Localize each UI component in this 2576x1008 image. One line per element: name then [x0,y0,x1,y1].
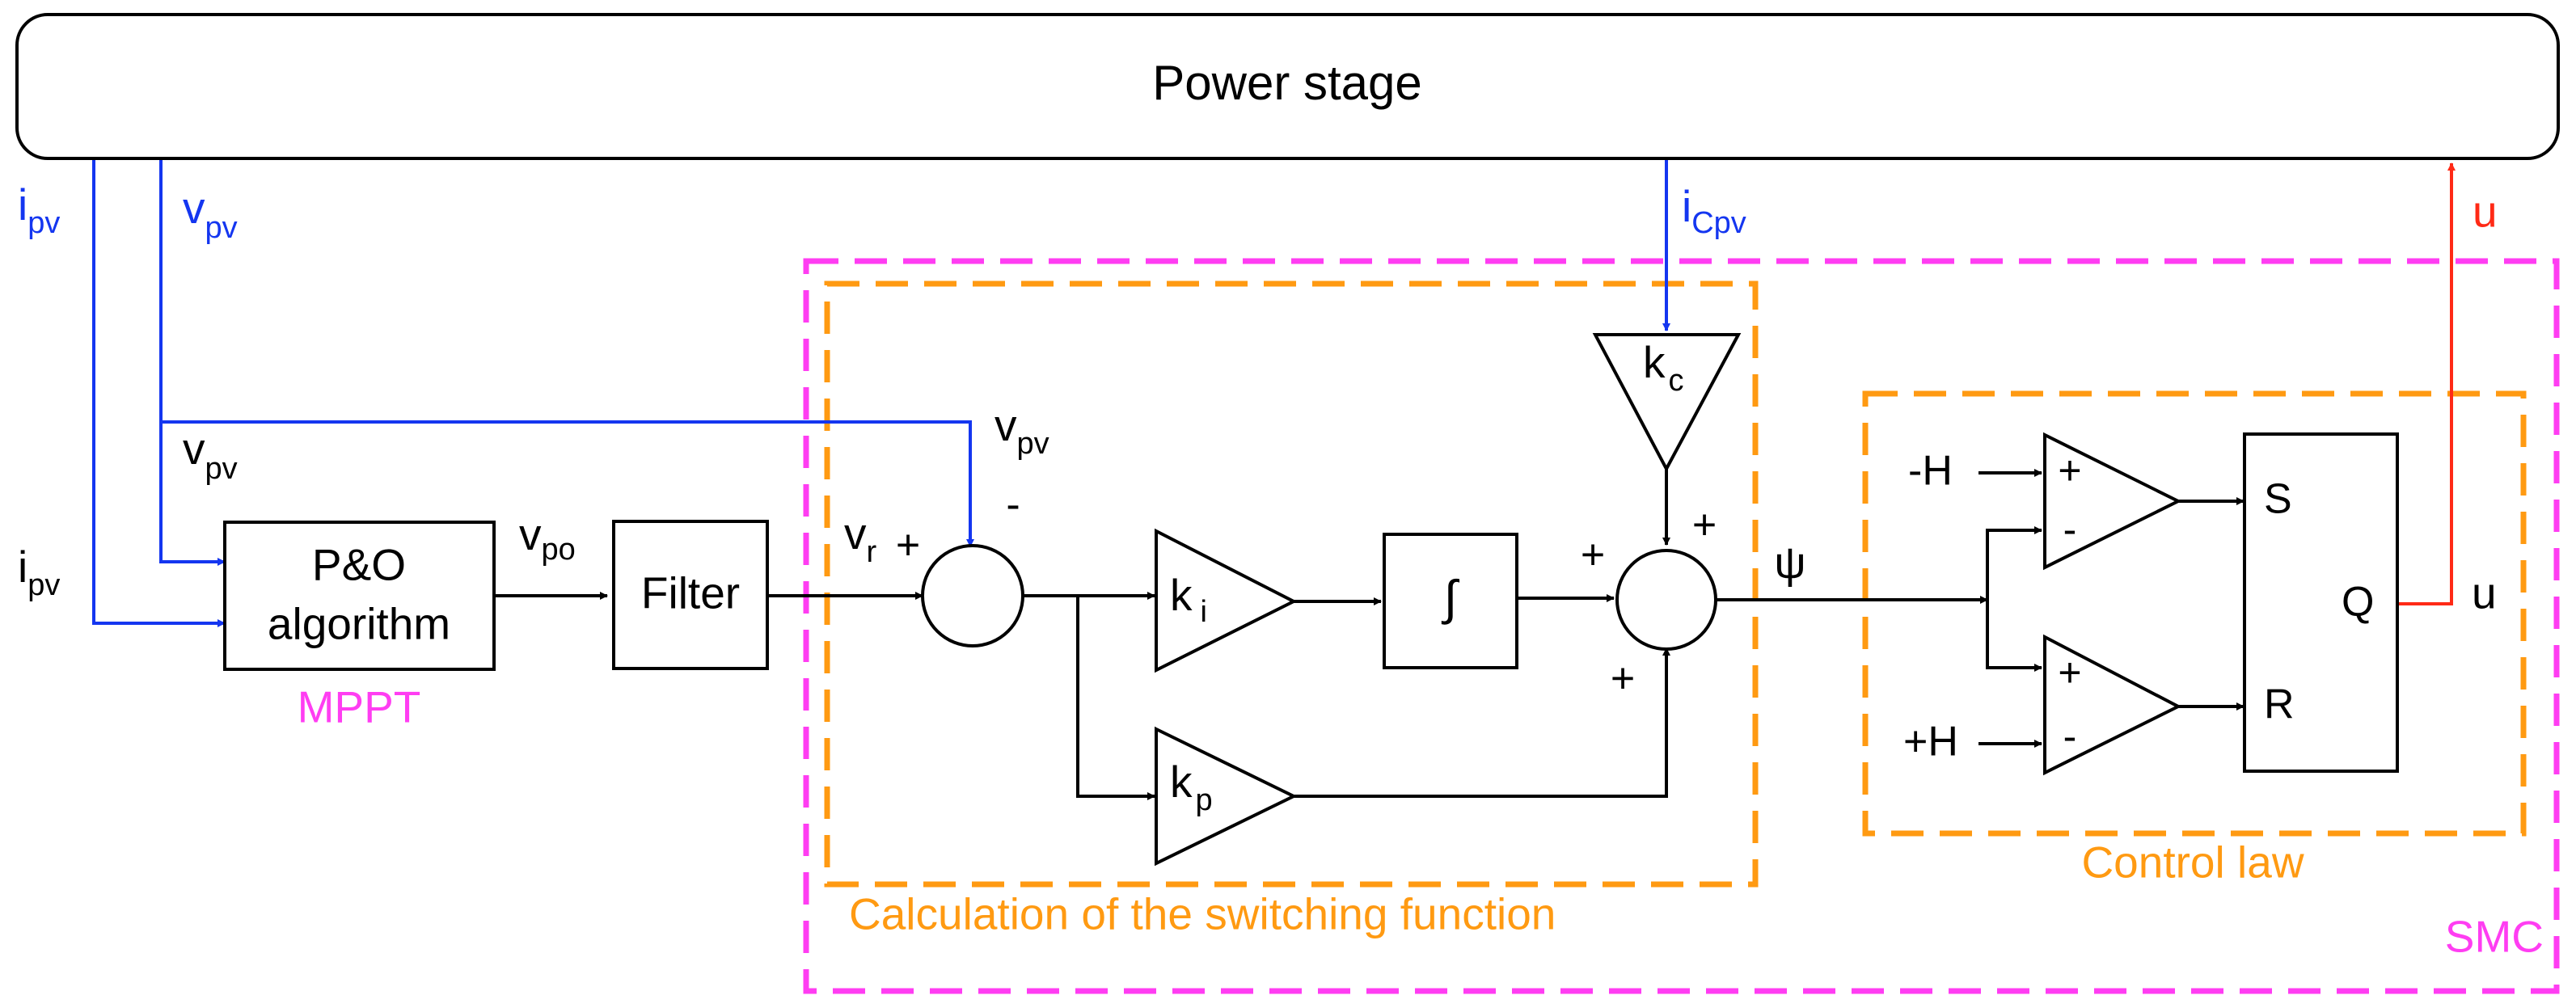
ipv-label-mppt: ipv [18,542,60,602]
comp2-plus-sign: + [2058,650,2081,695]
filter-label: Filter [641,568,740,618]
ki-gain-block [1155,528,1298,673]
u-output-wire [2397,162,2456,605]
mppt-caption: MPPT [298,682,421,732]
integrator-label: ∫ [1442,571,1460,625]
comp1-minus-sign: - [2063,507,2077,552]
smc-frame [803,258,2560,994]
vpv-label-summer: vpv [995,400,1049,461]
sr-latch-s-label: S [2264,476,2292,523]
comp1-plus-sign: + [2058,448,2081,493]
icpv-label: iCpv [1682,181,1746,240]
vpv-label-mid: vpv [183,424,238,486]
sr-latch-r-label: R [2264,681,2295,728]
sr-latch-block [2243,432,2399,773]
psi-label: ψ [1774,538,1805,588]
comparator-lower [2043,634,2182,776]
power-stage-block [15,13,2560,160]
vpv-label-top: vpv [183,183,238,245]
kp-gain-block [1155,726,1298,867]
wire-kp-adder [1294,647,1670,798]
smc-caption: SMC [2445,912,2544,962]
ipv-label-top: ipv [18,179,60,240]
control-law-caption: Control law [2081,837,2304,888]
po-algorithm-label-line1: P&O [312,540,406,590]
power-stage-label: Power stage [1152,56,1422,110]
adder-plus-bottom: + [1611,656,1635,702]
filter-block [612,520,769,670]
wire-psi-branch-top [1986,526,2042,600]
vpv-wire-to-summer [161,420,974,547]
summer-minus-sign: - [1006,482,1020,529]
adder-plus-top: + [1692,502,1717,549]
u-label-top: u [2473,187,2498,237]
po-algorithm-label-line2: algorithm [268,599,450,649]
wire-branch-kp [1076,596,1155,800]
control-law-frame [1862,390,2527,837]
vr-label: vr [844,508,877,569]
comp2-minus-sign: - [2063,714,2077,759]
switching-function-adder [1615,549,1717,651]
plus-h-label: +H [1903,719,1958,765]
comparator-upper [2043,432,2182,571]
switching-function-caption: Calculation of the switching function [849,889,1556,939]
error-summing-junction [921,544,1024,647]
ipv-wire [92,158,226,627]
po-algorithm-block [223,521,496,671]
switching-function-frame [824,280,1759,888]
kc-gain-block [1592,333,1742,473]
integrator-block [1383,533,1518,669]
vpv-wire-to-mppt [159,158,226,566]
u-label-output: u [2472,568,2497,618]
sr-latch-q-label: Q [2342,579,2374,626]
vpo-label: vpo [519,509,576,567]
summer-plus-sign: + [896,522,920,569]
wire-psi-branch-bottom [1986,600,2042,672]
adder-plus-left: + [1581,532,1605,579]
minus-h-label: -H [1908,448,1953,495]
